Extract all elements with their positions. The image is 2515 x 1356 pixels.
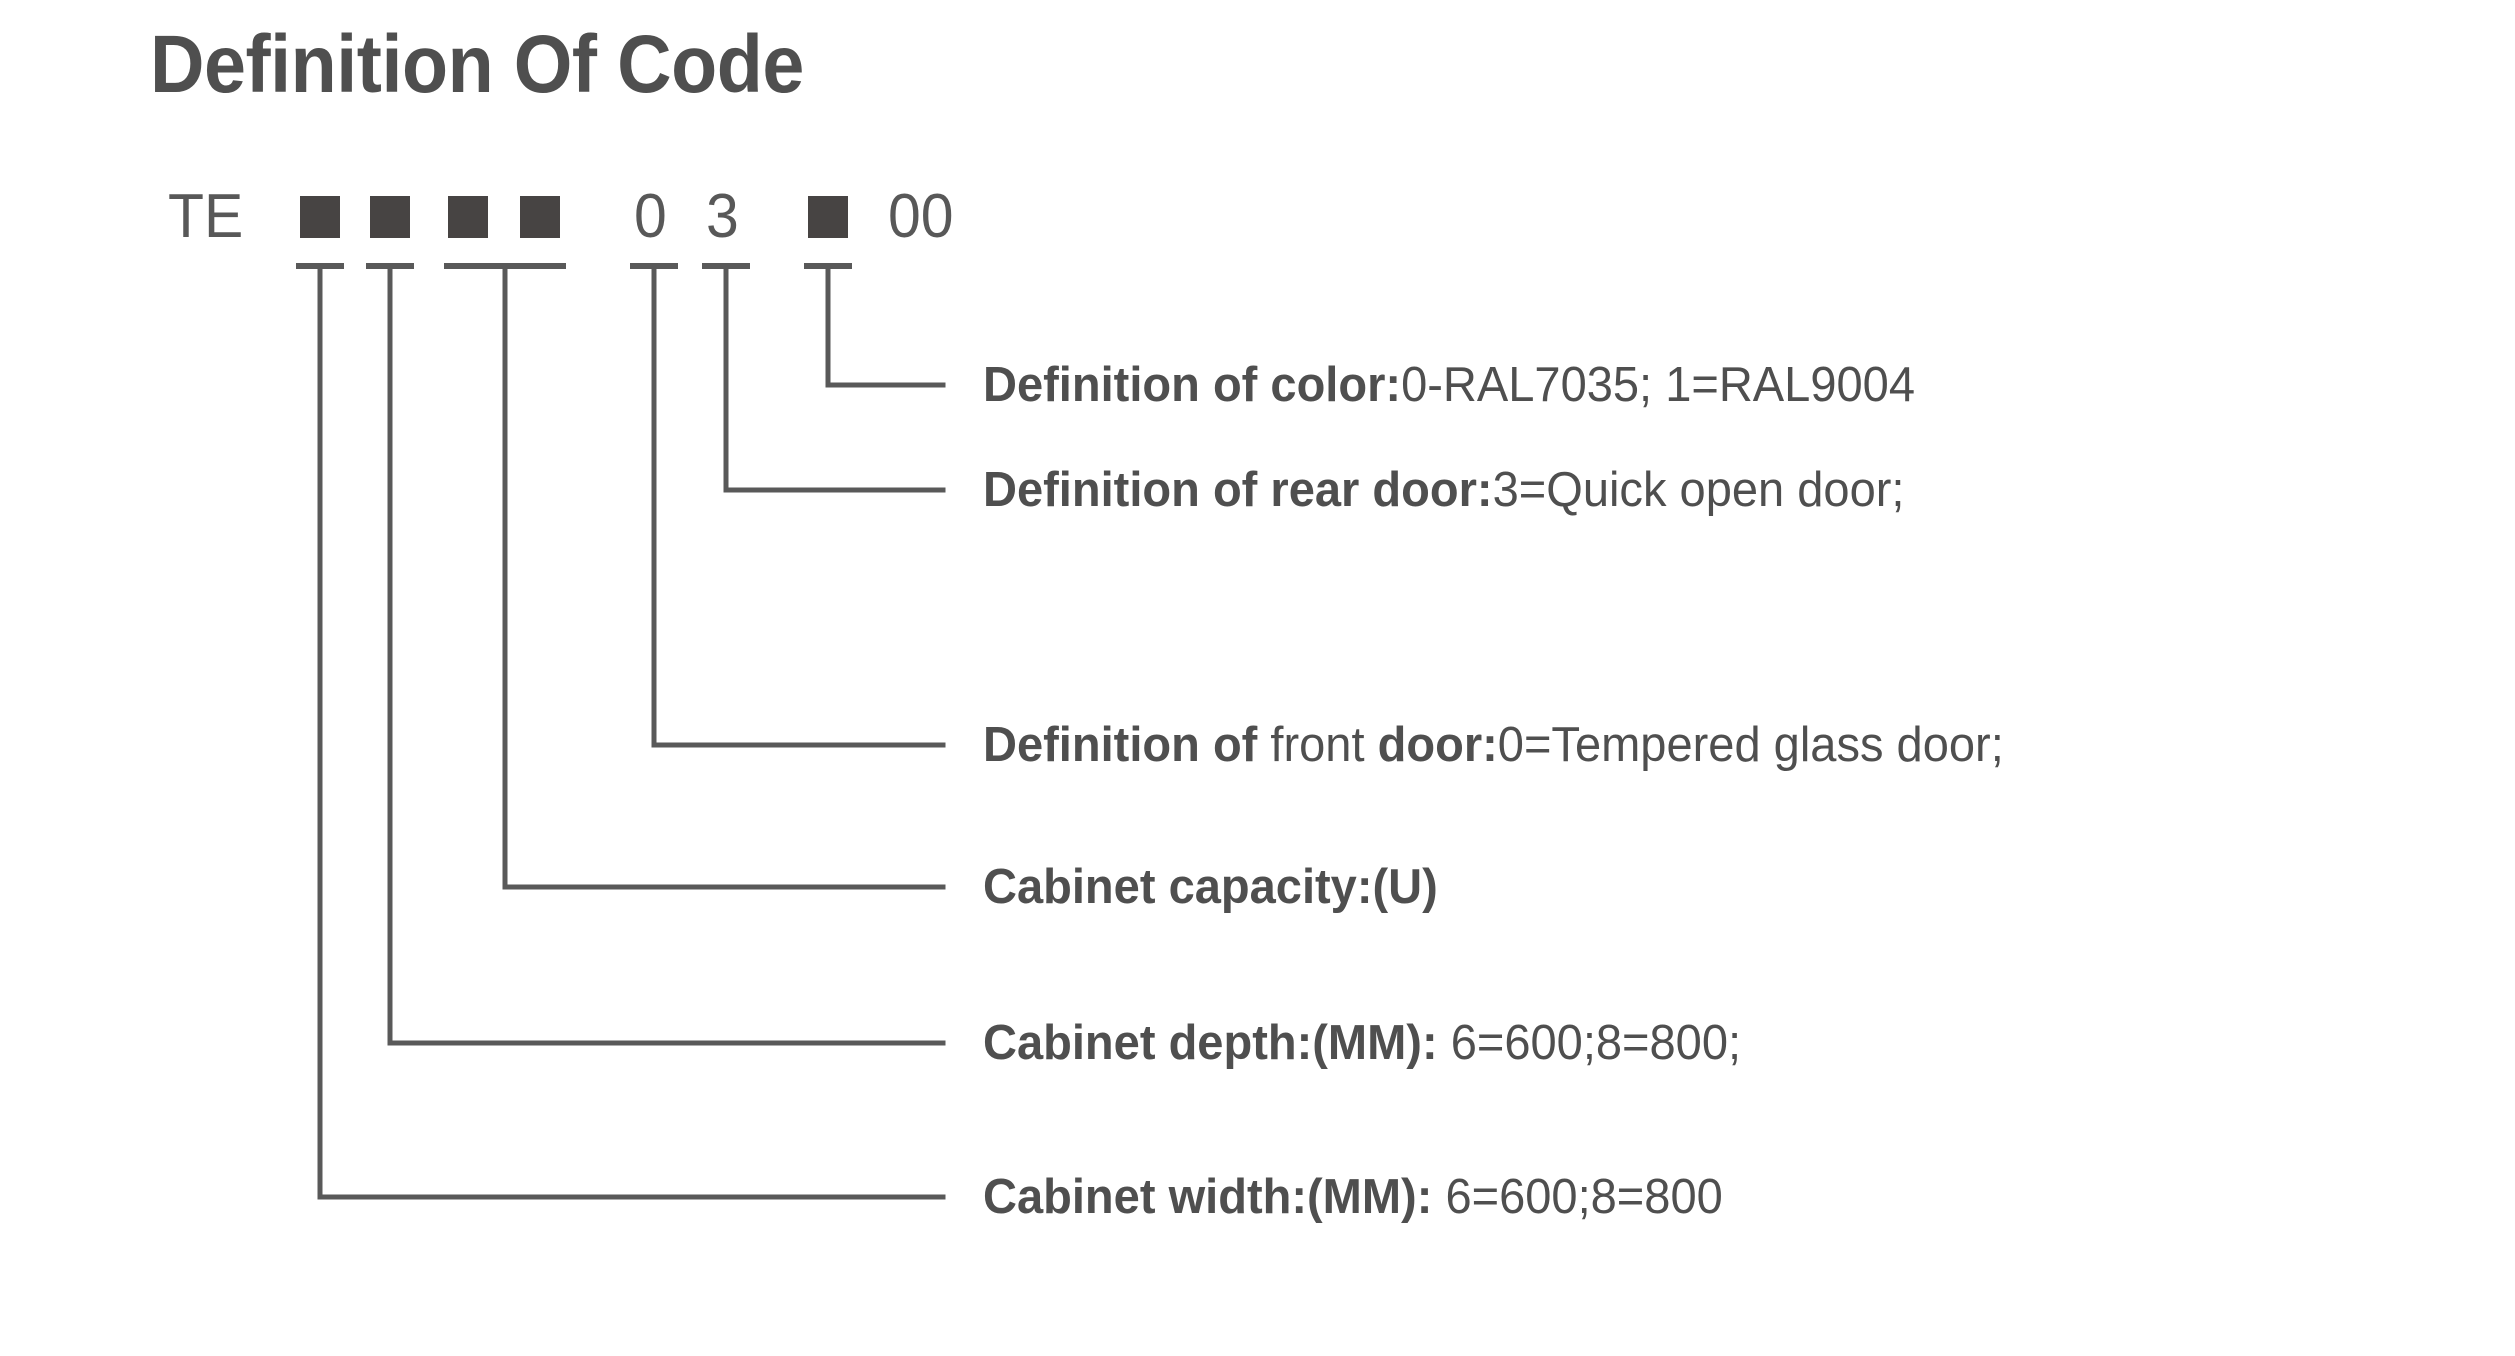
legend-color-bold: Definition of color:	[983, 358, 1402, 412]
legend-rear-door-bold: Definition of rear door:	[983, 463, 1493, 517]
legend-label-rear-door: Definition of rear door:3=Quick open doo…	[983, 464, 1904, 516]
code-square-4-capacity	[520, 196, 560, 238]
legend-label-depth: Cabinet depth:(MM): 6=600;8=800;	[983, 1017, 1741, 1069]
code-prefix-te: TE	[168, 182, 244, 251]
code-digit-front-door: 0	[634, 182, 667, 251]
code-digits-trailing: 00	[888, 182, 954, 251]
legend-label-front-door: Definition of front door:0=Tempered glas…	[983, 719, 2004, 771]
legend-front-door-normal: 0=Tempered glass door;	[1497, 718, 2004, 772]
code-square-2-depth	[370, 196, 410, 238]
legend-width-normal: 6=600;8=800	[1445, 1170, 1723, 1224]
code-square-5-color	[808, 196, 848, 238]
code-digit-rear-door: 3	[706, 182, 739, 251]
legend-front-door-light: front	[1270, 718, 1378, 772]
legend-front-door-bold-1: Definition of	[983, 718, 1271, 772]
legend-width-bold: Cabinet width:(MM):	[983, 1170, 1446, 1224]
page-title: Definition Of Code	[150, 19, 804, 110]
legend-label-capacity: Cabinet capacity:(U)	[983, 861, 1438, 913]
legend-capacity-bold: Cabinet capacity:(U)	[983, 860, 1438, 914]
legend-depth-normal: 6=600;8=800;	[1450, 1016, 1742, 1070]
legend-color-normal: 0-RAL7035; 1=RAL9004	[1401, 358, 1915, 412]
legend-label-width: Cabinet width:(MM): 6=600;8=800	[983, 1171, 1723, 1223]
code-square-3-capacity	[448, 196, 488, 238]
legend-label-color: Definition of color:0-RAL7035; 1=RAL9004	[983, 359, 1915, 411]
code-square-1-width	[300, 196, 340, 238]
legend-depth-bold: Cabinet depth:(MM):	[983, 1016, 1451, 1070]
legend-rear-door-normal: 3=Quick open door;	[1492, 463, 1905, 517]
legend-front-door-bold-2: door:	[1377, 718, 1498, 772]
